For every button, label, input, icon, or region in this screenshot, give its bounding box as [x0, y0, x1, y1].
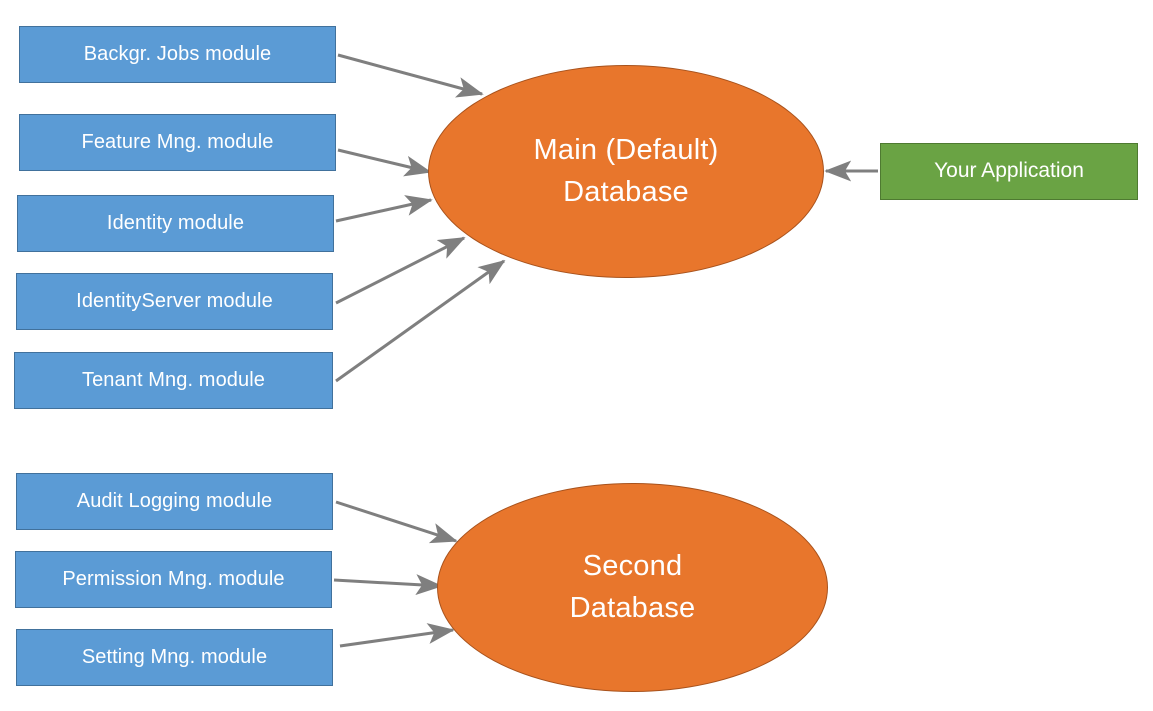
main-database-label: Main (Default) Database	[429, 130, 823, 212]
module-label: Backgr. Jobs module	[83, 43, 272, 65]
main-database-label-line2: Database	[563, 175, 689, 208]
module-label: Permission Mng. module	[62, 568, 285, 590]
your-application-node[interactable]: Your Application	[880, 143, 1138, 200]
second-database-node[interactable]: Second Database	[437, 483, 828, 692]
second-database-label-line2: Database	[569, 591, 696, 624]
edge-tenant-mng-to-main	[335, 259, 506, 383]
module-label: IdentityServer module	[76, 290, 273, 312]
module-label: Identity module	[106, 212, 245, 234]
edge-identityserver-to-main	[335, 236, 466, 305]
edge-permission-mng-to-second	[333, 574, 443, 596]
edge-background-jobs-to-main	[337, 53, 484, 98]
module-box-permission-mng[interactable]: Permission Mng. module	[15, 551, 332, 608]
module-box-identity[interactable]: Identity module	[17, 195, 334, 252]
edge-feature-mng-to-main	[337, 148, 432, 177]
module-box-setting-mng[interactable]: Setting Mng. module	[16, 629, 333, 686]
module-label: Audit Logging module	[76, 490, 273, 512]
edge-identity-to-main	[335, 195, 433, 223]
module-label: Feature Mng. module	[81, 131, 274, 153]
module-box-feature-mng[interactable]: Feature Mng. module	[19, 114, 336, 171]
module-box-tenant-mng[interactable]: Tenant Mng. module	[14, 352, 333, 409]
edge-audit-logging-to-second	[335, 500, 458, 544]
module-box-audit-logging[interactable]: Audit Logging module	[16, 473, 333, 530]
module-label: Tenant Mng. module	[81, 369, 266, 391]
main-database-label-line1: Main (Default)	[533, 134, 719, 167]
second-database-label: Second Database	[438, 546, 827, 628]
second-database-label-line1: Second	[582, 550, 683, 583]
module-box-identityserver[interactable]: IdentityServer module	[16, 273, 333, 330]
your-application-label: Your Application	[934, 159, 1084, 183]
edge-setting-mng-to-second	[339, 623, 455, 648]
module-label: Setting Mng. module	[81, 646, 268, 668]
module-box-background-jobs[interactable]: Backgr. Jobs module	[19, 26, 336, 83]
main-database-node[interactable]: Main (Default) Database	[428, 65, 824, 278]
